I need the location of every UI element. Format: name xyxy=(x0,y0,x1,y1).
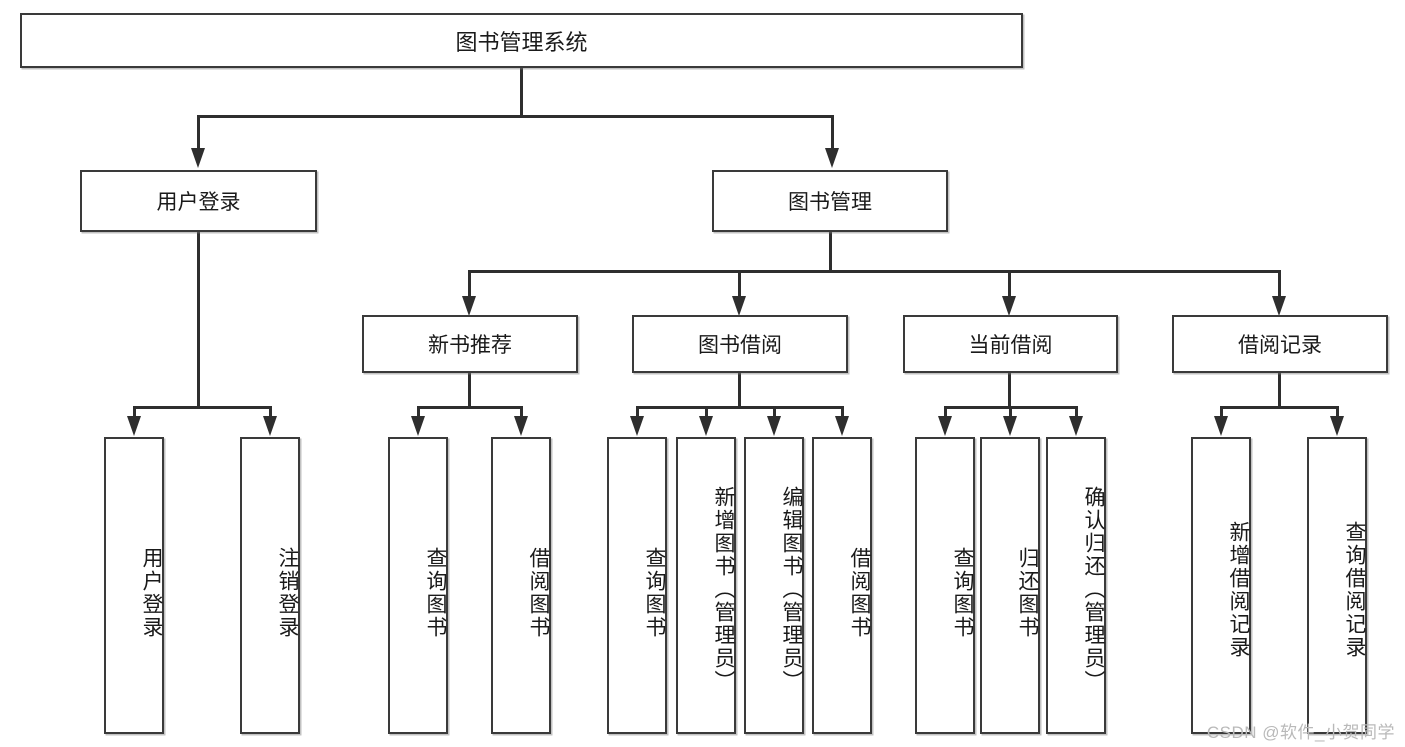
node-book-manage[interactable]: 图书管理 xyxy=(712,170,948,232)
connector-to-borrow-record xyxy=(1278,270,1281,298)
node-leaf-query-book-3[interactable]: 查询图书 xyxy=(915,437,975,734)
connector-book-borrow-b3 xyxy=(773,406,776,418)
connector-user-login-bus xyxy=(133,406,271,409)
node-user-login[interactable]: 用户登录 xyxy=(80,170,317,232)
arrow-root-to-book-manage xyxy=(825,148,839,168)
arrow-to-borrow-record xyxy=(1272,296,1286,316)
connector-current-borrow-b3 xyxy=(1075,406,1078,418)
node-leaf-add-borrow-record[interactable]: 新增借阅记录 xyxy=(1191,437,1251,734)
arrow-borrow-record-b1 xyxy=(1214,416,1228,436)
node-book-borrow-label: 图书借阅 xyxy=(698,334,782,357)
arrow-borrow-record-b2 xyxy=(1330,416,1344,436)
node-borrow-record-label: 借阅记录 xyxy=(1238,334,1322,357)
connector-user-login-stem xyxy=(197,232,200,406)
node-new-book-recommend[interactable]: 新书推荐 xyxy=(362,315,578,373)
arrow-user-login-b2 xyxy=(263,416,277,436)
arrow-book-borrow-b3 xyxy=(767,416,781,436)
connector-current-borrow-b2 xyxy=(1009,406,1012,418)
connector-borrow-record-b2 xyxy=(1336,406,1339,418)
node-current-borrow[interactable]: 当前借阅 xyxy=(903,315,1118,373)
node-root-system-label: 图书管理系统 xyxy=(455,29,588,55)
arrow-to-current-borrow xyxy=(1002,296,1016,316)
connector-new-book-b1 xyxy=(417,406,420,418)
connector-book-borrow-b1 xyxy=(636,406,639,418)
node-leaf-borrow-book-2-label: 借阅图书 xyxy=(848,546,871,639)
node-leaf-borrow-book-1-label: 借阅图书 xyxy=(527,546,550,639)
connector-borrow-record-stem xyxy=(1278,373,1281,406)
connector-user-login-b2 xyxy=(269,406,272,418)
node-leaf-confirm-return[interactable]: 确认归还（管理员） xyxy=(1046,437,1106,734)
arrow-new-book-b2 xyxy=(514,416,528,436)
node-leaf-edit-book[interactable]: 编辑图书（管理员） xyxy=(744,437,804,734)
node-leaf-add-borrow-record-label: 新增借阅记录 xyxy=(1227,520,1250,659)
connector-to-current-borrow xyxy=(1008,270,1011,298)
node-leaf-return-book-label: 归还图书 xyxy=(1016,546,1039,639)
connector-borrow-record-bus xyxy=(1220,406,1338,409)
arrow-book-borrow-b4 xyxy=(835,416,849,436)
node-leaf-query-book-3-label: 查询图书 xyxy=(951,546,974,639)
node-leaf-query-book-1[interactable]: 查询图书 xyxy=(388,437,448,734)
connector-root-bus xyxy=(197,115,834,118)
connector-root-to-book-manage xyxy=(831,115,834,150)
arrow-current-borrow-b2 xyxy=(1003,416,1017,436)
connector-level3-bus xyxy=(468,270,1280,273)
connector-new-book-stem xyxy=(468,373,471,406)
connector-to-new-book xyxy=(468,270,471,298)
arrow-book-borrow-b2 xyxy=(699,416,713,436)
connector-root-to-user-login xyxy=(197,115,200,150)
node-leaf-add-book-label: 新增图书（管理员） xyxy=(712,486,735,693)
node-leaf-query-book-1-label: 查询图书 xyxy=(424,546,447,639)
node-borrow-record[interactable]: 借阅记录 xyxy=(1172,315,1388,373)
node-leaf-user-login[interactable]: 用户登录 xyxy=(104,437,164,734)
connector-current-borrow-b1 xyxy=(944,406,947,418)
node-book-manage-label: 图书管理 xyxy=(788,191,872,214)
node-leaf-add-book[interactable]: 新增图书（管理员） xyxy=(676,437,736,734)
node-root-system[interactable]: 图书管理系统 xyxy=(20,13,1023,68)
node-leaf-user-login-label: 用户登录 xyxy=(140,546,163,639)
node-leaf-query-borrow-record-label: 查询借阅记录 xyxy=(1343,520,1366,659)
connector-current-borrow-stem xyxy=(1008,373,1011,406)
node-leaf-edit-book-label: 编辑图书（管理员） xyxy=(780,486,803,693)
connector-user-login-b1 xyxy=(133,406,136,418)
arrow-user-login-b1 xyxy=(127,416,141,436)
node-leaf-query-book-2-label: 查询图书 xyxy=(643,546,666,639)
node-leaf-logout-login-label: 注销登录 xyxy=(276,546,299,639)
arrow-current-borrow-b1 xyxy=(938,416,952,436)
connector-root-stem xyxy=(520,68,523,115)
node-book-borrow[interactable]: 图书借阅 xyxy=(632,315,848,373)
connector-new-book-b2 xyxy=(520,406,523,418)
node-user-login-label: 用户登录 xyxy=(156,191,241,214)
arrow-to-new-book xyxy=(462,296,476,316)
node-new-book-recommend-label: 新书推荐 xyxy=(428,334,512,357)
connector-book-borrow-b4 xyxy=(841,406,844,418)
connector-borrow-record-b1 xyxy=(1220,406,1223,418)
connector-book-borrow-stem xyxy=(738,373,741,406)
arrow-new-book-b1 xyxy=(411,416,425,436)
connector-book-manage-stem xyxy=(829,232,832,270)
connector-book-borrow-b2 xyxy=(705,406,708,418)
connector-new-book-bus xyxy=(417,406,522,409)
node-leaf-query-book-2[interactable]: 查询图书 xyxy=(607,437,667,734)
node-leaf-query-borrow-record[interactable]: 查询借阅记录 xyxy=(1307,437,1367,734)
arrow-current-borrow-b3 xyxy=(1069,416,1083,436)
node-leaf-confirm-return-label: 确认归还（管理员） xyxy=(1082,486,1105,693)
arrow-book-borrow-b1 xyxy=(630,416,644,436)
connector-to-book-borrow xyxy=(738,270,741,298)
arrow-to-book-borrow xyxy=(732,296,746,316)
node-leaf-logout-login[interactable]: 注销登录 xyxy=(240,437,300,734)
node-leaf-borrow-book-1[interactable]: 借阅图书 xyxy=(491,437,551,734)
node-leaf-borrow-book-2[interactable]: 借阅图书 xyxy=(812,437,872,734)
arrow-root-to-user-login xyxy=(191,148,205,168)
node-leaf-return-book[interactable]: 归还图书 xyxy=(980,437,1040,734)
connector-book-borrow-bus xyxy=(636,406,842,409)
node-current-borrow-label: 当前借阅 xyxy=(968,334,1053,357)
